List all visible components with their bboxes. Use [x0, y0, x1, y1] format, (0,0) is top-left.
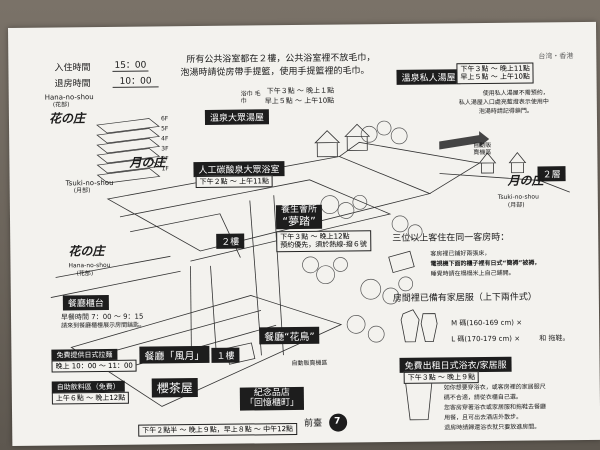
three-people-line-2: 電視機下面的櫃子裡有日式“簡褥”被褥，: [430, 259, 541, 268]
gift-shop-hours: 下午２點半 ～ 晚上９點，早上８點 ～ 中午12點: [138, 422, 298, 438]
floor-1-label: １樓: [211, 347, 240, 363]
yume-title: 養生會所“夢踏”: [275, 204, 323, 230]
yukata-note-5: 退房時請歸還浴衣就只要放進房間。: [444, 423, 541, 432]
yukata-note-3: 您客房穿著浴衣或家居服和拖鞋去餐廳: [443, 403, 547, 412]
tsuki-sub: (月部): [73, 187, 91, 195]
tsuki-logo: 月の庄: [129, 155, 166, 170]
room-wear-m: M 碼(160-169 cm) ×: [451, 318, 523, 328]
yukata-note-1: 如你想要穿浴衣，或客房裡的家居服尺: [443, 383, 546, 392]
yukata-hours: 下午３點 ～ 晚上９點: [403, 371, 480, 385]
floor-2-label: ２樓: [216, 233, 245, 249]
checkout-time: 10：00: [112, 76, 159, 89]
checkout-label: 退房時間: [54, 79, 91, 90]
ramen-hours: 晚上 10：00 ～ 11：00: [51, 359, 137, 373]
private-bath-hours: 下午３點 ～ 晚上11點早上５點 ～ 上午10點: [456, 62, 534, 85]
checkin-label: 入住時間: [54, 63, 91, 74]
hotel-guide-sheet: 入住時間 15：00 退房時間 10：00 所有公共浴室都在２樓，公共浴室裡不放…: [8, 21, 600, 446]
restaurant-fuugetsu: 餐廳「風月」: [139, 345, 210, 364]
front-desk-label: 前臺: [304, 418, 323, 429]
hana-logo-mid: 花の庄: [68, 244, 105, 259]
hana-sub: (花部): [52, 101, 70, 109]
hana-sub-mid: (花部): [76, 270, 94, 278]
front-desk-number: 7: [334, 416, 341, 427]
vending-upper: 自動販賣機區: [473, 141, 492, 157]
tsuki-logo-right: 月の庄: [507, 173, 544, 188]
restaurant-kachou: 餐廳“花鳥”: [259, 326, 320, 345]
private-bath-note-1: 使用私人湯屋不需預約，: [482, 89, 549, 98]
room-wear-l: L 碼(170-179 cm) ×: [451, 334, 521, 344]
private-bath-title: 溫泉私人湯屋: [396, 69, 461, 85]
tsuki-sub-right: (月部): [507, 201, 525, 209]
big-bath-hours-1: 下午３點 ～ 晚上１點: [266, 86, 335, 96]
intro-line-1: 所有公共浴室都在２樓，公共浴室裡不放毛巾，: [186, 53, 376, 66]
region-label: 台湾・香港: [538, 52, 574, 61]
checkin-time: 15：00: [112, 60, 149, 73]
big-bath-title: 溫泉大眾湯屋: [204, 109, 270, 125]
gift-shop: 紀念品店「回憶櫃町」: [239, 386, 305, 411]
hana-logo: 花の庄: [48, 111, 86, 126]
yukata-note-2: 碼不合適，請從衣櫃自己選。: [443, 393, 522, 402]
building-map: [50, 118, 570, 432]
private-bath-note-2: 私人湯屋入口處亮藍燈表示使用中: [458, 98, 549, 107]
private-bath-note-3: 泡湯時請記得鎖門。: [478, 107, 533, 116]
drinks-hours: 上午６點 ～ 晚上12點: [51, 391, 130, 405]
three-people-line-3: 睡覺時請在榻榻米上自己鋪開。: [430, 269, 515, 278]
dining-counter-title: 餐廳櫃台: [62, 294, 109, 311]
room-wear-slippers: 和 拖鞋。: [539, 334, 570, 343]
sakura-teahouse: 櫻茶屋: [151, 378, 198, 398]
vending-lower: 自動販賣機區: [291, 359, 328, 368]
big-bath-hours-2: 早上５點 ～ 上午10點: [264, 96, 335, 106]
yukata-note-4: 用餐，且可出去酒店外散步。: [444, 413, 523, 422]
breakfast-hours: 早餐時間 7：00 ～ 9：15: [60, 312, 144, 322]
artificial-bath-hours: 下午２點 ～ 上午11點: [195, 175, 274, 189]
intro-line-2: 泡湯時請從房帶手提籃，使用手提籃裡的毛巾。: [180, 66, 370, 79]
room-wear-title: 房間裡已備有家居服（上下兩件式）: [392, 292, 537, 304]
three-people-line-1: 客房裡已鋪好兩張床，: [430, 249, 491, 258]
three-people-title: 三位以上客住在同一客房時：: [392, 232, 510, 244]
dining-counter-note: 請來到餐廳櫃檯展示房間鑰匙。: [61, 321, 146, 330]
yume-hours: 下午３點 ～ 晚上12點預約優先，須於熱線-撥６號: [276, 230, 371, 252]
towel-note: 浴巾 毛巾: [240, 90, 261, 105]
